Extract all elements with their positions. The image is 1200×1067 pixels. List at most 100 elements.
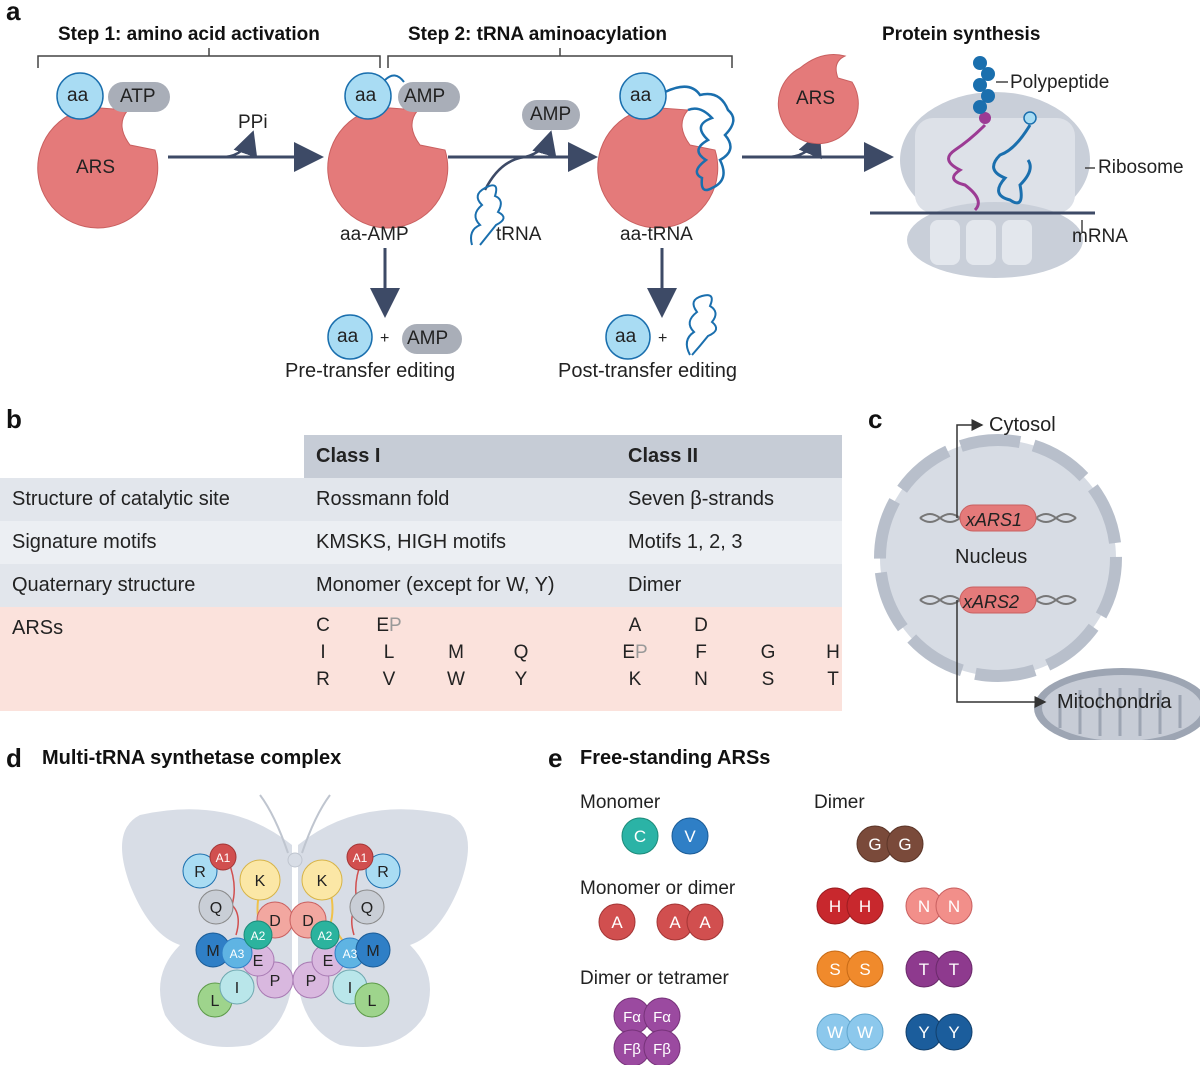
ars-h: H [859,897,871,916]
monomer-or-dimer-label: Monomer or dimer [580,878,736,899]
aa-letter: V [382,669,396,690]
aa-label-2: aa [355,85,377,106]
ars-label-released: ARS [796,88,836,109]
node-label: R [194,864,206,881]
mrna-label: mRNA [1072,226,1128,247]
aa-letter: Q [513,642,529,663]
table-cell: Structure of catalytic site [0,478,304,521]
ars-w: W [857,1023,873,1042]
table-cell: Rossmann fold [304,478,616,521]
ars-label-1: ARS [76,157,116,178]
ars-a: A [699,913,711,932]
step1-bracket [37,48,381,68]
aa-label-1: aa [67,85,89,106]
post-transfer-label: Post-transfer editing [558,360,737,382]
mitochondria-label: Mitochondria [1057,691,1172,713]
aa-letter: C [316,615,330,636]
ars-a: A [669,913,681,932]
ars-a: A [611,913,623,932]
xars1-pill [959,504,1037,532]
panel-a-letter: a [6,0,21,26]
aa-amp-label: aa-AMP [340,224,409,245]
panel-b-letter: b [6,404,22,434]
node-label: A2 [251,929,266,943]
aa-circle-3 [619,72,667,120]
ars-w: W [827,1023,843,1042]
dimer-label: Dimer [814,792,865,813]
node-i-left [219,969,255,1005]
node-a1-left [209,843,237,871]
table-row: Signature motifs KMSKS, HIGH motifs Moti… [0,521,842,564]
ars-s: S [829,960,840,979]
xars1-label: xARS1 [966,510,1023,530]
ars-s: S [859,960,870,979]
cytosol-label: Cytosol [989,414,1056,436]
nucleus-label: Nucleus [955,546,1028,568]
ars-y: Y [918,1023,929,1042]
ars-g: G [898,835,911,854]
ars-f-beta: Fβ [653,1041,671,1058]
node-label: Q [361,900,373,917]
node-l-right [354,982,390,1018]
ars-t: T [949,960,959,979]
atp-label: ATP [120,86,156,107]
step2-bracket [387,48,733,68]
node-label: A2 [318,929,333,943]
aa-letter: A [628,615,642,636]
ars-h: H [829,897,841,916]
aa-letter: EP [376,615,402,636]
table-cell: Seven β-strands [616,478,842,521]
table-header-cell: Class II [616,435,842,478]
nucleus-circle [880,440,1116,676]
table-header-cell: Class I [304,435,616,478]
bound-trna [664,85,735,192]
aa-letter: EP [622,642,648,663]
node-label: M [206,943,219,960]
ars-enzyme-3 [597,107,719,229]
protein-synthesis-heading: Protein synthesis [882,24,1041,45]
amp-label-2: AMP [530,104,572,125]
plus-pre: + [380,330,390,347]
step1-heading: Step 1: amino acid activation [58,24,320,45]
panel-e-letter: e [548,743,563,773]
atp-pill [108,82,170,112]
free-standing-ars-diagram: C V G G A A A H H N N S S T T [598,817,973,1065]
ars-v: V [684,827,696,846]
panel-a-diagram [37,48,1095,360]
node-label: Q [210,900,222,917]
aa-letter: N [694,669,708,690]
table-header-cell [0,435,304,478]
node-label: E [323,953,334,970]
aa-circle-2 [344,72,392,120]
trna-icon [470,184,505,246]
class-comparison-table: Class I Class II Structure of catalytic … [0,435,842,711]
node-label: M [366,943,379,960]
aa-circle-1 [56,72,104,120]
node-m-right [355,932,391,968]
panel-d-title: Multi-tRNA synthetase complex [42,747,342,769]
table-cell: Monomer (except for W, Y) [304,564,616,607]
amp-label-1: AMP [404,86,446,107]
table-cell: Motifs 1, 2, 3 [616,521,842,564]
plus-post: + [658,330,668,347]
node-label: I [348,980,352,997]
aa-letter: M [448,642,464,663]
aa-letter: S [761,669,775,690]
step2-heading: Step 2: tRNA aminoacylation [408,24,668,45]
aa-letter: G [760,642,776,663]
ars-t: T [919,960,929,979]
aa-label-pre: aa [337,326,359,347]
aa-letter: F [695,642,707,663]
incoming-trna [992,124,1032,205]
table-cell: Quaternary structure [0,564,304,607]
aa-letter: I [320,642,326,663]
node-q-left [198,889,234,925]
node-label: P [306,973,317,990]
node-label: K [317,873,328,890]
aa-letter: T [827,669,839,690]
table-cell: ARSs [0,607,304,711]
aa-label-3: aa [630,85,652,106]
node-label: A1 [216,851,231,865]
